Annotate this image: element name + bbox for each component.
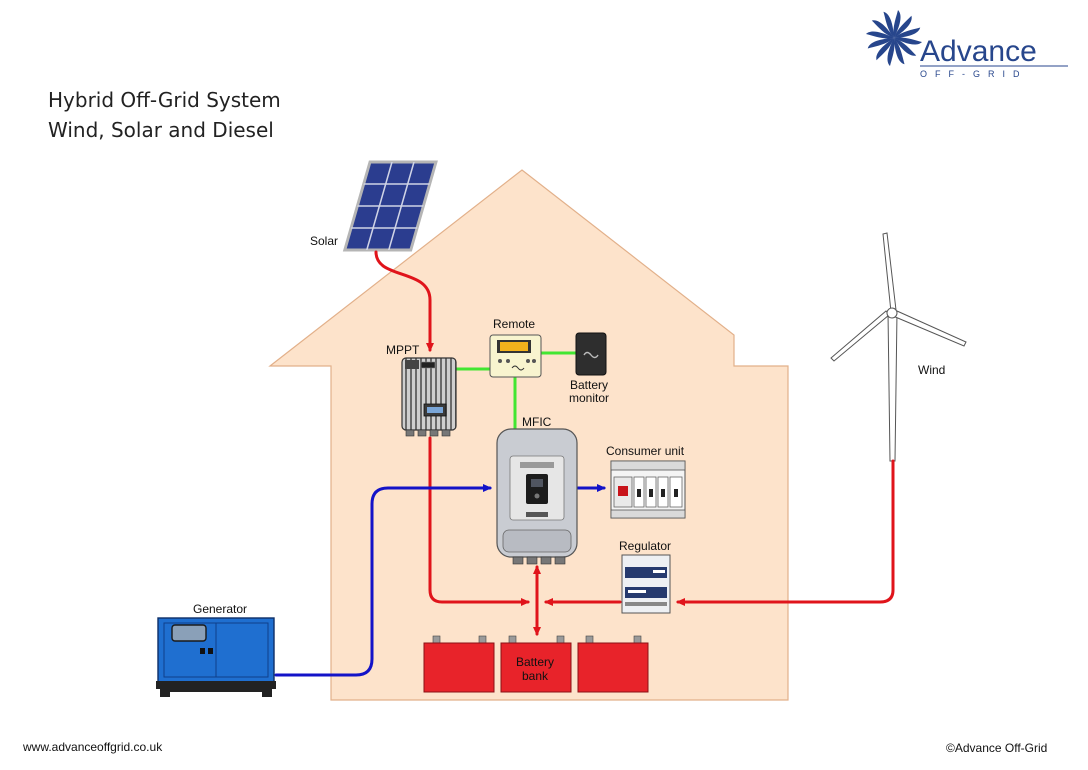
regulator-label: Regulator xyxy=(619,539,671,553)
mfic-inverter-charger xyxy=(496,428,578,565)
regulator xyxy=(621,554,671,614)
generator xyxy=(156,617,276,697)
footer-website: www.advanceoffgrid.co.uk xyxy=(22,740,163,754)
mppt-label: MPPT xyxy=(386,343,420,357)
battery-2 xyxy=(500,635,572,693)
generator-label: Generator xyxy=(193,602,247,616)
wind-turbine xyxy=(830,232,967,462)
wiring xyxy=(274,250,895,677)
fan-blades-icon xyxy=(866,10,922,66)
consumer-unit xyxy=(610,460,686,519)
footer-copyright: ©Advance Off-Grid xyxy=(946,741,1047,755)
battery-3 xyxy=(577,635,649,693)
battery-monitor-label-2: monitor xyxy=(569,391,609,405)
consumer-unit-label: Consumer unit xyxy=(606,444,685,458)
battery-bank xyxy=(423,635,649,693)
battery-bank-label-1: Battery xyxy=(516,655,554,669)
title-line-2: Wind, Solar and Diesel xyxy=(48,118,274,142)
remote-panel xyxy=(489,334,542,378)
battery-monitor xyxy=(575,332,607,376)
battery-bank-label-2: bank xyxy=(522,669,549,683)
wind-label: Wind xyxy=(918,363,945,377)
wire-solar-mppt xyxy=(374,250,434,352)
mfic-label: MFIC xyxy=(522,415,552,429)
mppt-controller xyxy=(401,357,457,437)
solar-label: Solar xyxy=(310,234,338,248)
battery-monitor-label-1: Battery xyxy=(570,378,608,392)
title-line-1: Hybrid Off-Grid System xyxy=(48,88,281,112)
wire-generator-mfic xyxy=(274,484,492,677)
wire-mppt-battery xyxy=(428,436,530,606)
remote-label: Remote xyxy=(493,317,535,331)
battery-1 xyxy=(423,635,495,693)
logo-name: Advance xyxy=(920,35,1037,68)
solar-panel xyxy=(342,160,438,252)
wire-wind-regulator xyxy=(676,459,895,606)
logo-tagline: OFF-GRID xyxy=(920,69,1028,79)
